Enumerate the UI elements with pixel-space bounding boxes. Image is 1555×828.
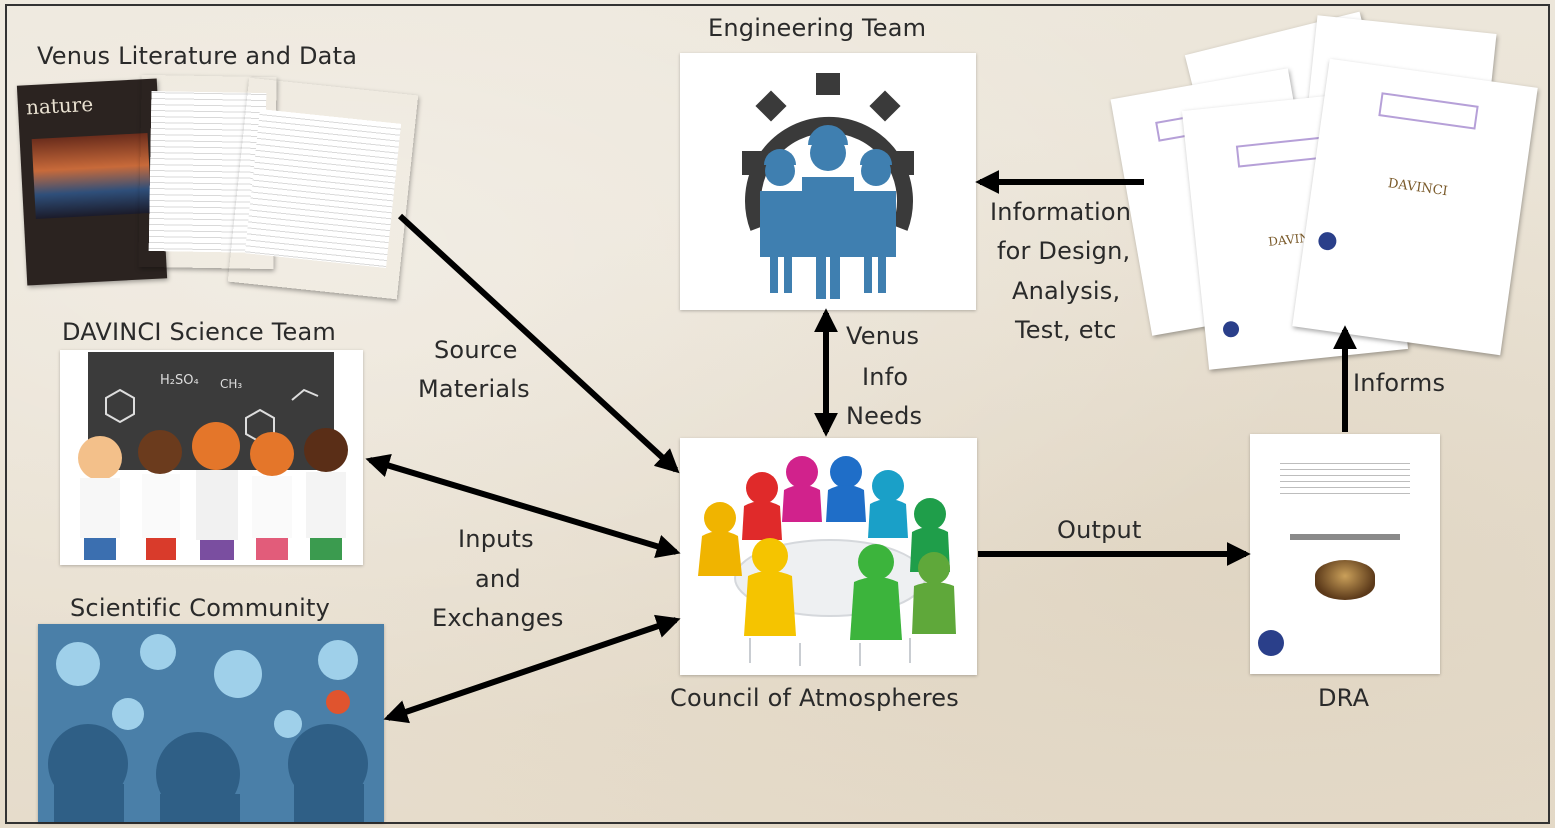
venus-literature-label: Venus Literature and Data: [37, 42, 358, 70]
kid-scientists: [78, 422, 348, 560]
dra-doc-image: [1315, 560, 1375, 600]
davinci-science-team-image: H₂SO₄ CH₃: [60, 350, 363, 565]
engineering-team-image: [680, 53, 976, 310]
heads-silhouettes: [48, 724, 368, 822]
edge-label-exchanges: Exchanges: [432, 604, 564, 632]
gear-icon: [745, 116, 913, 231]
engineering-team-label: Engineering Team: [708, 14, 927, 42]
scientific-community-label: Scientific Community: [70, 594, 330, 622]
chairs: [749, 638, 911, 666]
edge-label-info: Info: [862, 363, 909, 391]
edge-label-inputs: Inputs: [458, 525, 534, 553]
edge-label-informs: Informs: [1353, 369, 1446, 397]
nasa-logo-icon: [1258, 630, 1284, 656]
edge-label-analysis: Analysis,: [1012, 277, 1121, 305]
edge-label-needs: Needs: [846, 402, 923, 430]
speech-bubbles: [56, 634, 358, 738]
edge-label-venus: Venus: [846, 322, 920, 350]
dra-doc-lines: [1280, 458, 1410, 494]
edge-label-test-etc: Test, etc: [1015, 316, 1117, 344]
edge-label-output: Output: [1057, 516, 1142, 544]
arrow-community-exchange: [383, 614, 681, 724]
engineer-icon: [760, 125, 896, 299]
edge-label-source: Source: [434, 336, 518, 364]
dra-label: DRA: [1318, 684, 1370, 712]
arrow-science-team-exchange: [365, 454, 681, 558]
community-svg: [38, 624, 384, 822]
diagram-frame: [5, 4, 1550, 824]
arrow-source-materials: [397, 213, 680, 474]
edge-label-for-design: for Design,: [997, 237, 1131, 265]
council-svg: [698, 456, 956, 666]
edge-label-information: Information: [990, 198, 1132, 226]
edge-label-and: and: [475, 565, 521, 593]
chem-label: CH₃: [220, 377, 242, 391]
edge-label-materials: Materials: [418, 375, 530, 403]
science-team-svg: H₂SO₄ CH₃: [78, 352, 348, 560]
dra-document-image: [1250, 434, 1440, 674]
council-label: Council of Atmospheres: [670, 684, 959, 712]
highlight-bubble: [326, 690, 350, 714]
council-image: [680, 438, 977, 675]
dra-doc-title-line: [1290, 534, 1400, 540]
engineering-team-svg: [742, 73, 914, 299]
chem-formula: H₂SO₄: [160, 373, 199, 388]
scientific-community-image: [38, 624, 384, 822]
davinci-science-team-label: DAVINCI Science Team: [62, 318, 336, 346]
people-figures: [698, 456, 956, 640]
